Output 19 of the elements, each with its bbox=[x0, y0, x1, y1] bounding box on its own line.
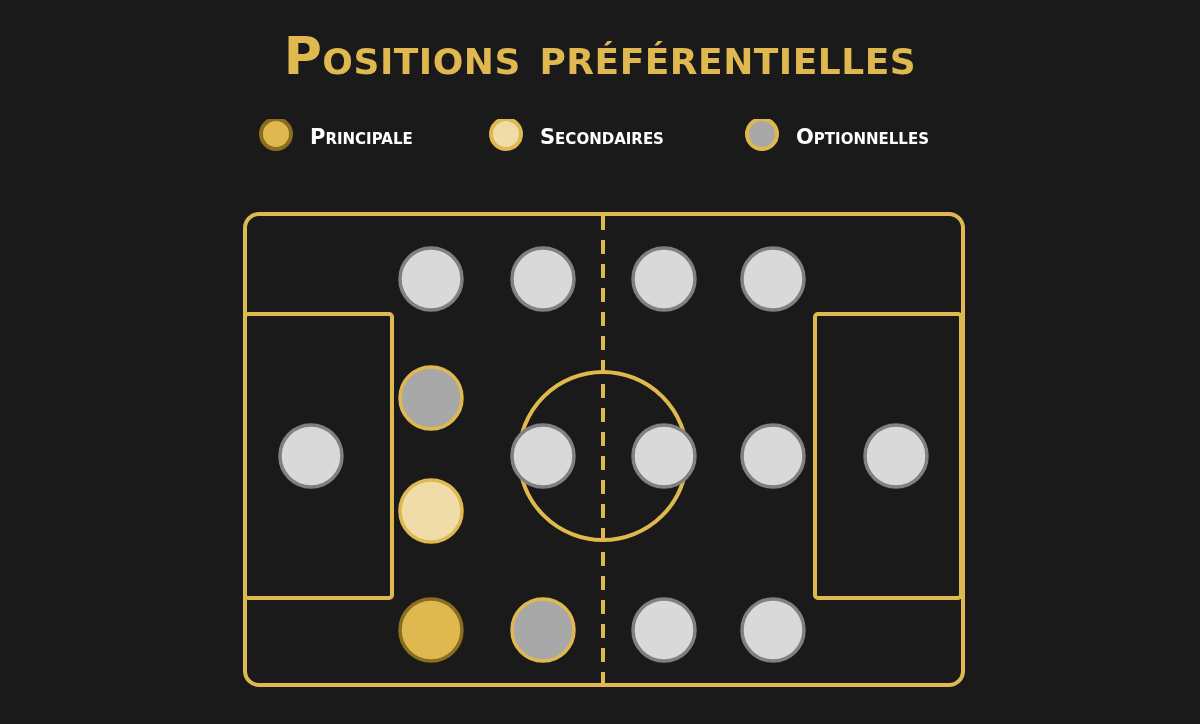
player-position-marker bbox=[631, 423, 697, 489]
legend-label: Optionnelles bbox=[796, 125, 929, 149]
player-position-marker bbox=[398, 246, 464, 312]
player-position-marker bbox=[278, 423, 344, 489]
legend-label: Principale bbox=[310, 125, 413, 149]
player-position-marker bbox=[510, 246, 576, 312]
player-position-marker bbox=[398, 365, 464, 431]
player-position-marker bbox=[398, 597, 464, 663]
player-position-marker bbox=[510, 597, 576, 663]
player-position-marker bbox=[863, 423, 929, 489]
player-position-marker bbox=[740, 597, 806, 663]
player-position-marker bbox=[740, 423, 806, 489]
player-position-marker bbox=[398, 478, 464, 544]
player-position-marker bbox=[631, 246, 697, 312]
legend-label: Secondaires bbox=[540, 125, 664, 149]
player-position-marker bbox=[740, 246, 806, 312]
player-position-marker bbox=[510, 423, 576, 489]
player-position-marker bbox=[631, 597, 697, 663]
title: Positions préférentielles bbox=[283, 26, 917, 86]
